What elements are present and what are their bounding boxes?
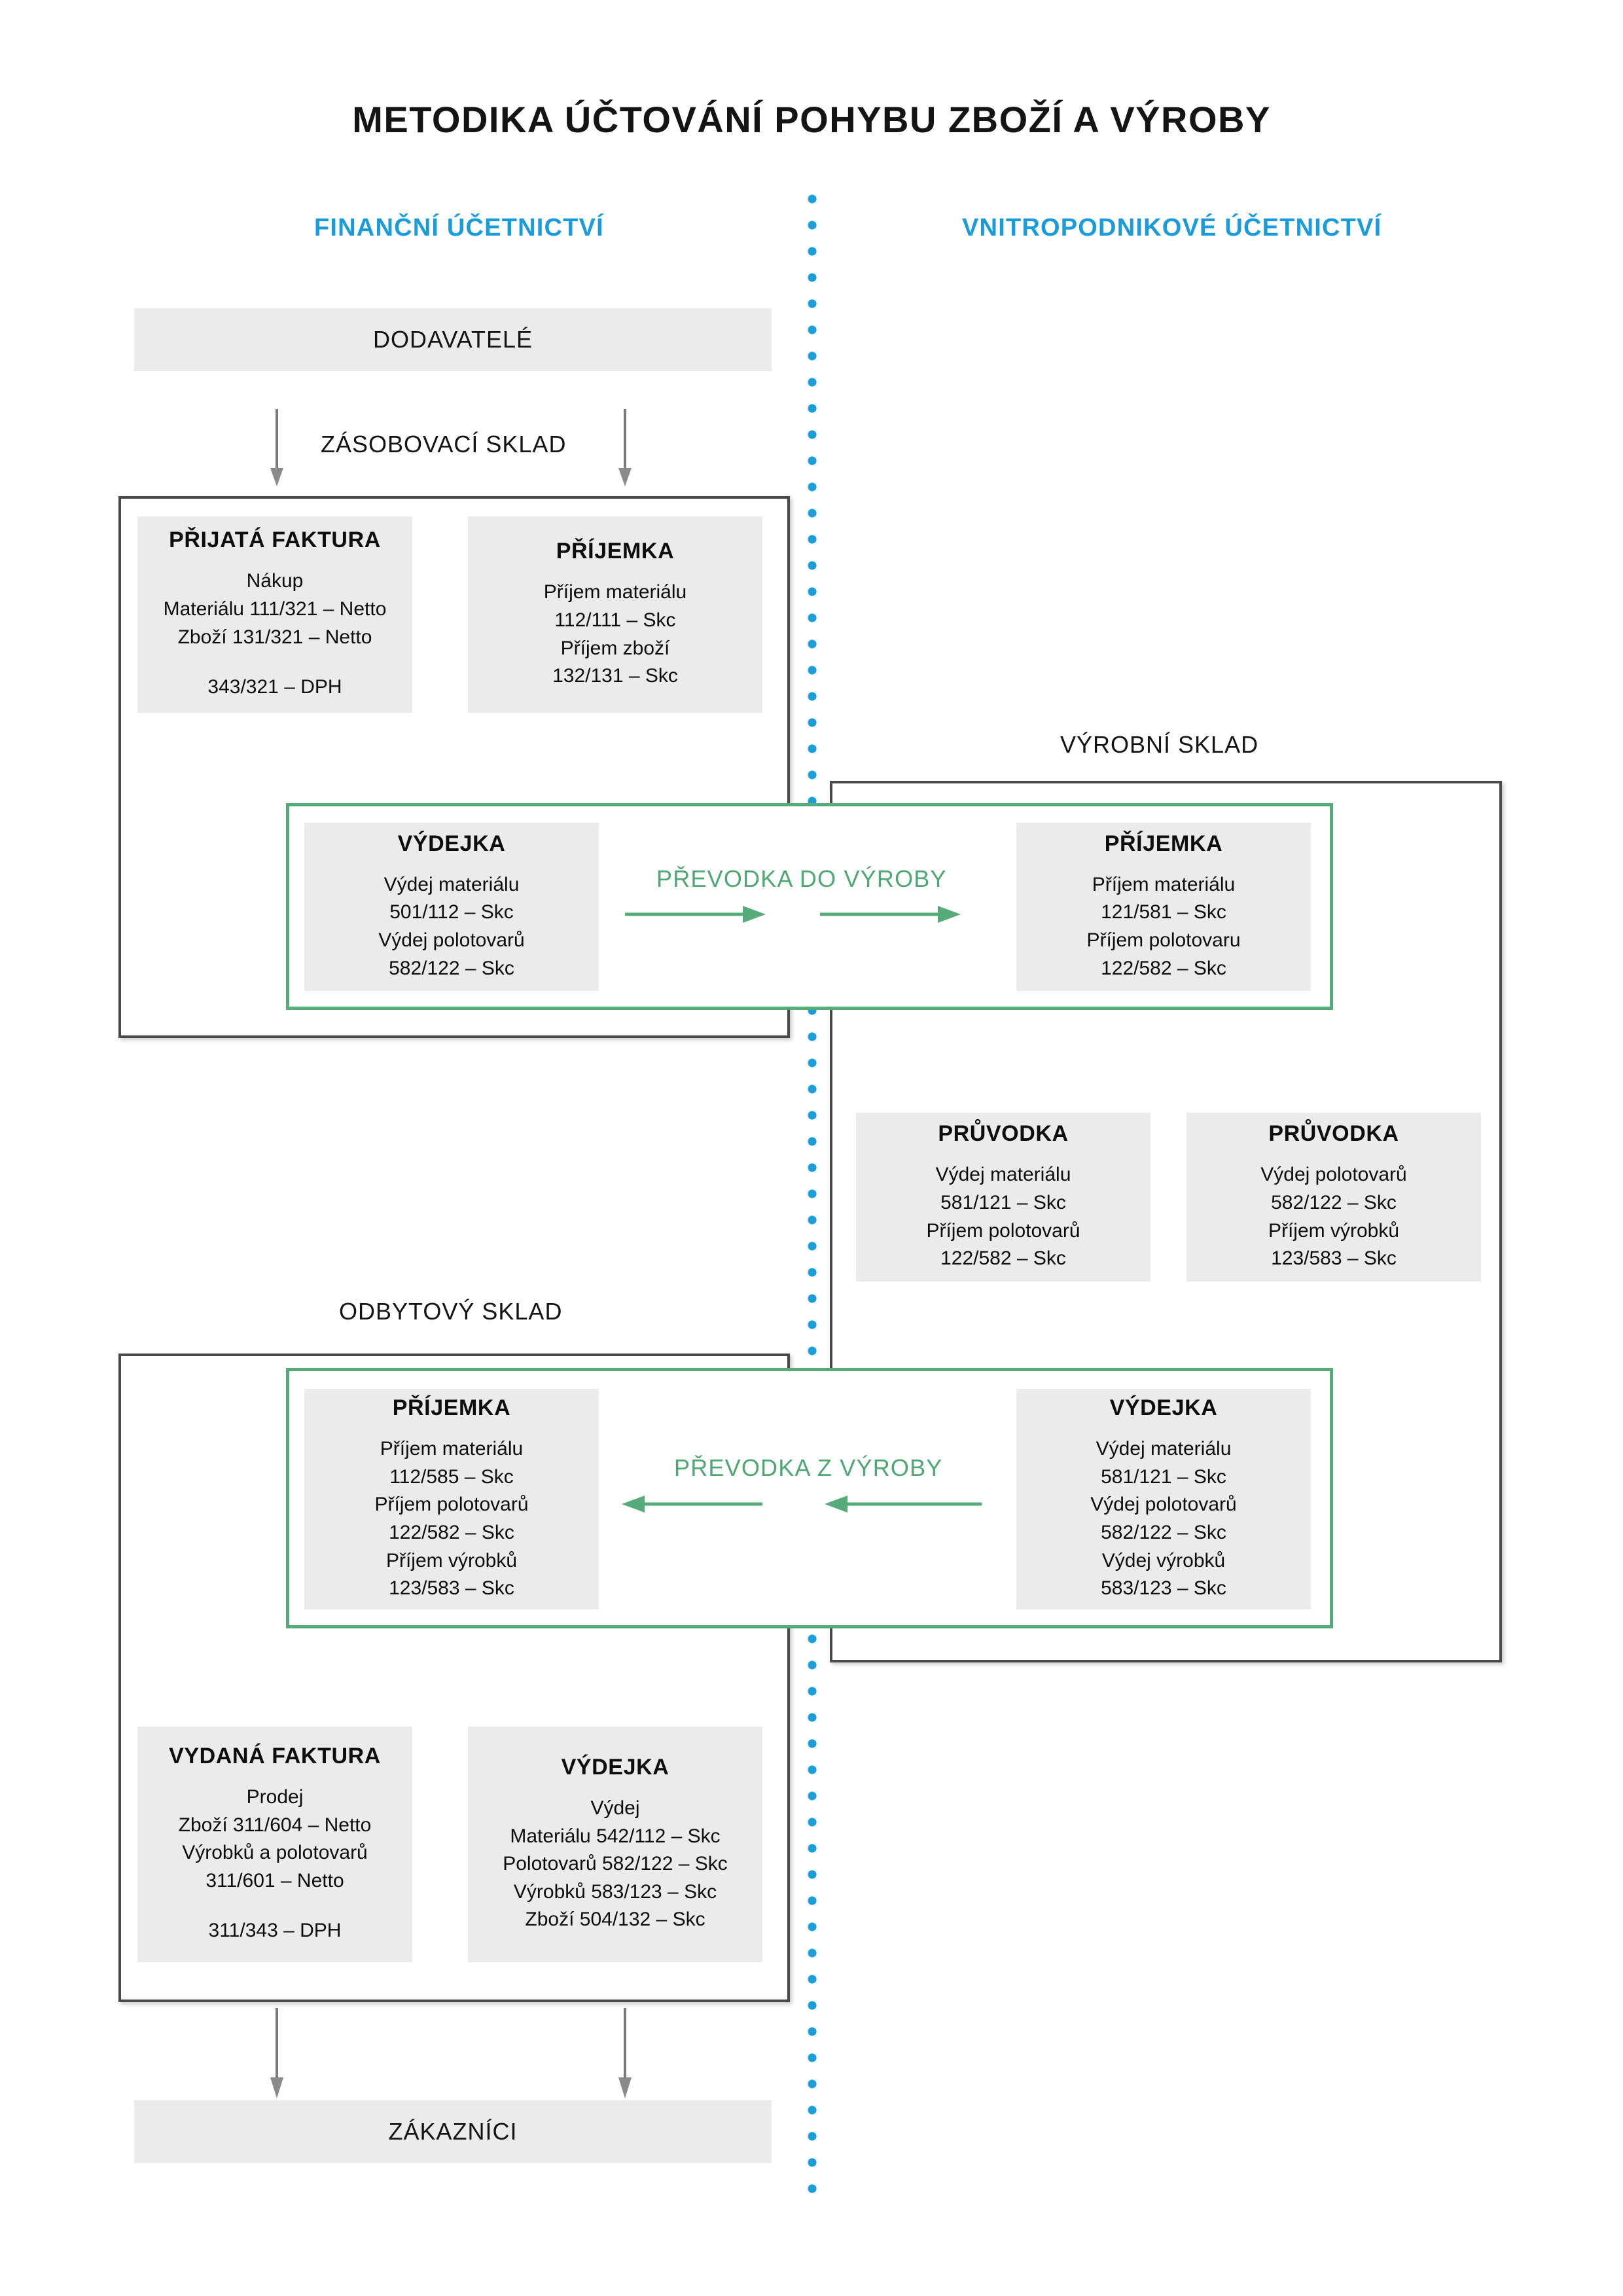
card-line: Výdej polotovarů <box>1090 1494 1237 1516</box>
card-title: VÝDEJKA <box>1109 1395 1218 1421</box>
arrow-suppliers-to-receipt <box>618 409 632 486</box>
card-line: 122/582 – Skc <box>1101 957 1226 979</box>
card-line: Výdej výrobků <box>1101 1549 1226 1571</box>
card-vydejka-to-production: VÝDEJKA Výdej materiálu 501/112 – Skc Vý… <box>304 823 599 991</box>
warehouse-label-supply: ZÁSOBOVACÍ SKLAD <box>321 431 567 457</box>
card-line: 112/585 – Skc <box>389 1465 514 1488</box>
suppliers-label: DODAVATELÉ <box>372 326 533 353</box>
card-line: Příjem polotovarů <box>926 1219 1080 1242</box>
card-line: Výdej materiálu <box>935 1164 1071 1186</box>
card-line: 343/321 – DPH <box>207 676 342 698</box>
card-prijemka-from-production: PŘÍJEMKA Příjem materiálu 112/585 – Skc … <box>304 1389 599 1609</box>
card-line: 581/121 – Skc <box>940 1191 1066 1213</box>
card-line: Výdej polotovarů <box>1260 1164 1407 1186</box>
card-vydejka-sales: VÝDEJKA Výdej Materiálu 542/112 – Skc Po… <box>468 1727 762 1962</box>
card-line: Výdej <box>590 1797 640 1820</box>
card-line: Zboží 131/321 – Netto <box>177 626 372 648</box>
card-line: 581/121 – Skc <box>1101 1465 1226 1488</box>
card-line: 582/122 – Skc <box>1101 1522 1226 1543</box>
card-line: Příjem polotovarů <box>374 1494 529 1516</box>
card-title: PŘÍJEMKA <box>392 1395 511 1421</box>
card-line: Výdej materiálu <box>1096 1438 1232 1460</box>
card-line: 121/581 – Skc <box>1101 901 1226 924</box>
card-line: 122/582 – Skc <box>940 1247 1066 1270</box>
card-title: PŘÍJEMKA <box>556 539 675 564</box>
transfer-label-to-production: PŘEVODKA DO VÝROBY <box>656 865 947 892</box>
arrow-invoice-to-customers <box>270 2008 283 2098</box>
card-title: PŘIJATÁ FAKTURA <box>169 528 381 553</box>
card-line: Příjem materiálu <box>543 581 687 603</box>
card-line: Zboží 311/604 – Netto <box>178 1814 372 1836</box>
card-prijata-faktura: PŘIJATÁ FAKTURA Nákup Materiálu 111/321 … <box>137 516 412 713</box>
card-line: Polotovarů 582/122 – Skc <box>503 1853 728 1875</box>
card-title: PRŮVODKA <box>938 1121 1069 1147</box>
card-line: Materiálu 111/321 – Netto <box>163 598 387 620</box>
card-pruvodka-material: PRŮVODKA Výdej materiálu 581/121 – Skc P… <box>856 1113 1150 1282</box>
card-pruvodka-semifinished: PRŮVODKA Výdej polotovarů 582/122 – Skc … <box>1186 1113 1481 1282</box>
card-title: PRŮVODKA <box>1268 1121 1399 1147</box>
arrow-to-production-2 <box>820 906 961 923</box>
card-title: VÝDEJKA <box>561 1755 669 1780</box>
card-line: Příjem výrobků <box>1268 1219 1400 1242</box>
suppliers-banner: DODAVATELÉ <box>134 308 772 371</box>
card-line: 123/583 – Skc <box>389 1577 514 1600</box>
card-line: 311/343 – DPH <box>208 1920 342 1942</box>
page-title: METODIKA ÚČTOVÁNÍ POHYBU ZBOŽÍ A VÝROBY <box>352 99 1271 140</box>
column-header-financial: FINANČNÍ ÚČETNICTVÍ <box>314 214 604 242</box>
card-line: Příjem výrobků <box>385 1549 518 1571</box>
card-line: Příjem polotovaru <box>1086 929 1241 951</box>
card-line: Příjem materiálu <box>1092 873 1236 895</box>
arrow-from-production-1 <box>622 1496 762 1513</box>
card-prijemka-to-production: PŘÍJEMKA Příjem materiálu 121/581 – Skc … <box>1016 823 1311 991</box>
arrow-issue-to-customers <box>618 2008 632 2098</box>
card-line: Prodej <box>246 1786 304 1808</box>
card-prijemka-supply: PŘÍJEMKA Příjem materiálu 112/111 – Skc … <box>468 516 762 713</box>
arrow-to-production-1 <box>625 906 766 923</box>
card-line: Nákup <box>246 570 304 592</box>
card-title: VÝDEJKA <box>397 831 506 856</box>
card-line: Příjem materiálu <box>380 1438 524 1460</box>
warehouse-label-production: VÝROBNÍ SKLAD <box>1060 731 1259 758</box>
card-line: 501/112 – Skc <box>389 901 514 924</box>
warehouse-label-sales: ODBYTOVÝ SKLAD <box>339 1298 563 1325</box>
card-line: 311/601 – Netto <box>205 1869 344 1892</box>
customers-banner: ZÁKAZNÍCI <box>134 2100 772 2163</box>
card-line: 123/583 – Skc <box>1271 1247 1397 1270</box>
card-line: Příjem zboží <box>560 637 670 659</box>
card-title: PŘÍJEMKA <box>1104 831 1223 856</box>
arrow-suppliers-to-invoice <box>270 409 283 486</box>
card-line: 582/122 – Skc <box>389 957 514 979</box>
customers-label: ZÁKAZNÍCI <box>388 2118 518 2145</box>
transfer-label-from-production: PŘEVODKA Z VÝROBY <box>674 1454 943 1481</box>
card-line: Výrobků 583/123 – Skc <box>513 1880 717 1903</box>
card-line: 583/123 – Skc <box>1101 1577 1226 1600</box>
card-vydana-faktura: VYDANÁ FAKTURA Prodej Zboží 311/604 – Ne… <box>137 1727 412 1962</box>
card-line: 122/582 – Skc <box>389 1522 514 1543</box>
card-line: Výdej polotovarů <box>378 929 525 951</box>
vertical-dotted-divider <box>807 194 817 2203</box>
card-line: 132/131 – Skc <box>552 665 678 687</box>
card-vydejka-from-production: VÝDEJKA Výdej materiálu 581/121 – Skc Vý… <box>1016 1389 1311 1609</box>
card-line: Výrobků a polotovarů <box>182 1842 368 1864</box>
card-line: Zboží 504/132 – Skc <box>525 1909 705 1931</box>
card-line: 582/122 – Skc <box>1271 1191 1397 1213</box>
card-title: VYDANÁ FAKTURA <box>169 1744 381 1769</box>
card-line: Materiálu 542/112 – Skc <box>510 1825 721 1847</box>
card-line: Výdej materiálu <box>383 873 520 895</box>
column-header-internal: VNITROPODNIKOVÉ ÚČETNICTVÍ <box>962 214 1382 242</box>
arrow-from-production-2 <box>825 1496 982 1513</box>
card-line: 112/111 – Skc <box>554 609 676 631</box>
